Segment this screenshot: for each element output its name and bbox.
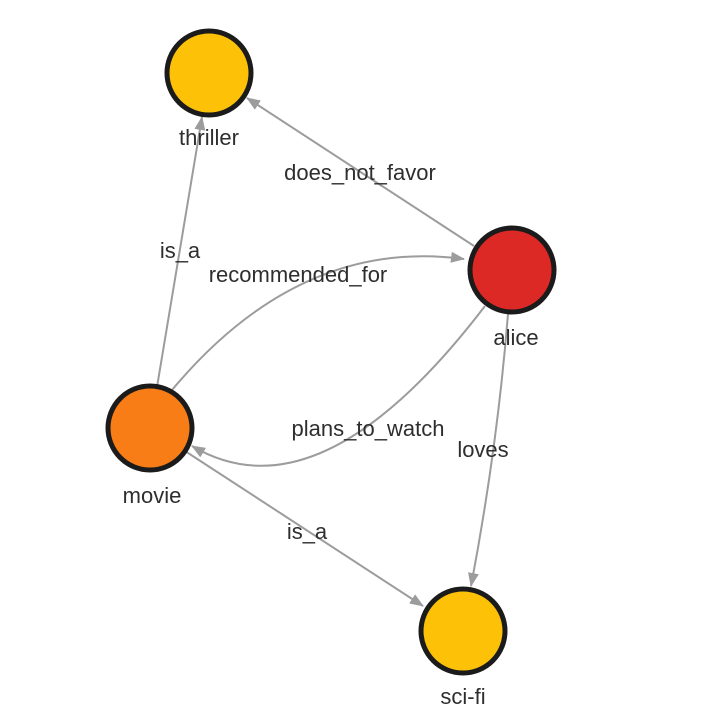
node-label-sci-fi: sci-fi xyxy=(440,684,485,709)
edge-movie-alice[interactable] xyxy=(171,251,465,391)
edge-movie-thriller[interactable] xyxy=(156,116,206,388)
node-label-thriller: thriller xyxy=(179,125,239,150)
node-thriller[interactable] xyxy=(164,28,254,118)
node-label-movie: movie xyxy=(123,483,182,508)
node-label-alice: alice xyxy=(493,325,538,350)
edge-alice-sci-fi[interactable] xyxy=(468,313,509,587)
node-alice[interactable] xyxy=(467,225,557,315)
node-labels-layer: thriller alice movie sci-fi xyxy=(123,125,539,709)
edge-label-movie-thriller: is_a xyxy=(160,238,201,263)
node-sci-fi[interactable] xyxy=(418,586,508,676)
edge-label-alice-thriller: does_not_favor xyxy=(284,160,436,185)
edge-alice-thriller[interactable] xyxy=(246,97,475,247)
edges-layer xyxy=(156,97,509,607)
node-movie[interactable] xyxy=(105,383,195,473)
edge-label-movie-alice: recommended_for xyxy=(209,262,388,287)
edge-label-alice-movie: plans_to_watch xyxy=(292,416,445,441)
edge-movie-sci-fi[interactable] xyxy=(184,450,424,607)
nodes-layer xyxy=(105,28,557,676)
edge-alice-movie[interactable] xyxy=(191,305,486,467)
edge-label-movie-sci-fi: is_a xyxy=(287,519,328,544)
edge-labels-layer: is_a does_not_favor recommended_for plans_t… xyxy=(160,160,509,544)
edge-label-alice-sci-fi: loves xyxy=(457,437,508,462)
